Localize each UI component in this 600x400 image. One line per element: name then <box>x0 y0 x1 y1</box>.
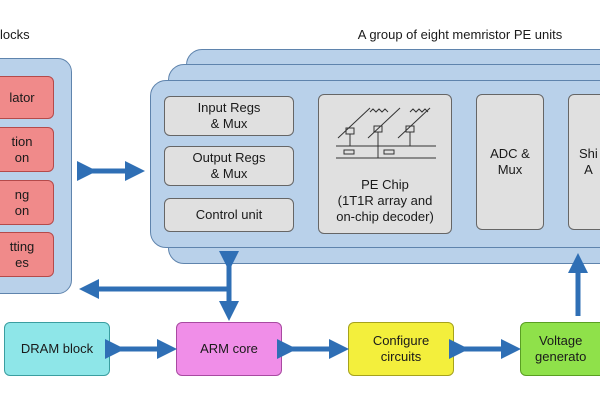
left-block-item: lator <box>0 76 54 119</box>
memristor-array-icon <box>336 107 436 159</box>
left-block-item: ng on <box>0 180 54 225</box>
arm-core: ARM core <box>176 322 282 376</box>
adc-mux: ADC & Mux <box>476 94 544 230</box>
left-block-item: tting es <box>0 232 54 277</box>
output-regs-mux: Output Regs & Mux <box>164 146 294 186</box>
shift-add: Shi A <box>568 94 600 230</box>
dram-block: DRAM block <box>4 322 110 376</box>
input-regs-mux: Input Regs & Mux <box>164 96 294 136</box>
left-block-item: tion on <box>0 127 54 172</box>
pe-chip: PE Chip (1T1R array and on-chip decoder) <box>318 94 452 234</box>
control-unit: Control unit <box>164 198 294 232</box>
left-blocks-title: locks <box>0 27 30 42</box>
voltage-generator: Voltage generato <box>520 322 600 376</box>
pe-group-title: A group of eight memristor PE units <box>357 27 563 42</box>
